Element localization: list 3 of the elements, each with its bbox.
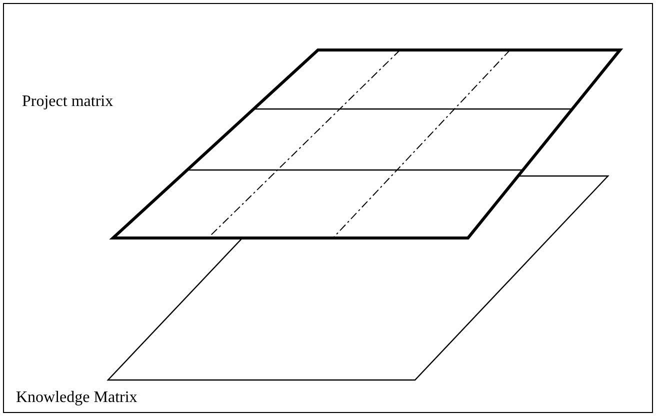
plane-label: Project matrix bbox=[22, 93, 114, 111]
plane-label: Knowledge Matrix bbox=[16, 389, 138, 407]
matrix-plane bbox=[20, 48, 624, 241]
